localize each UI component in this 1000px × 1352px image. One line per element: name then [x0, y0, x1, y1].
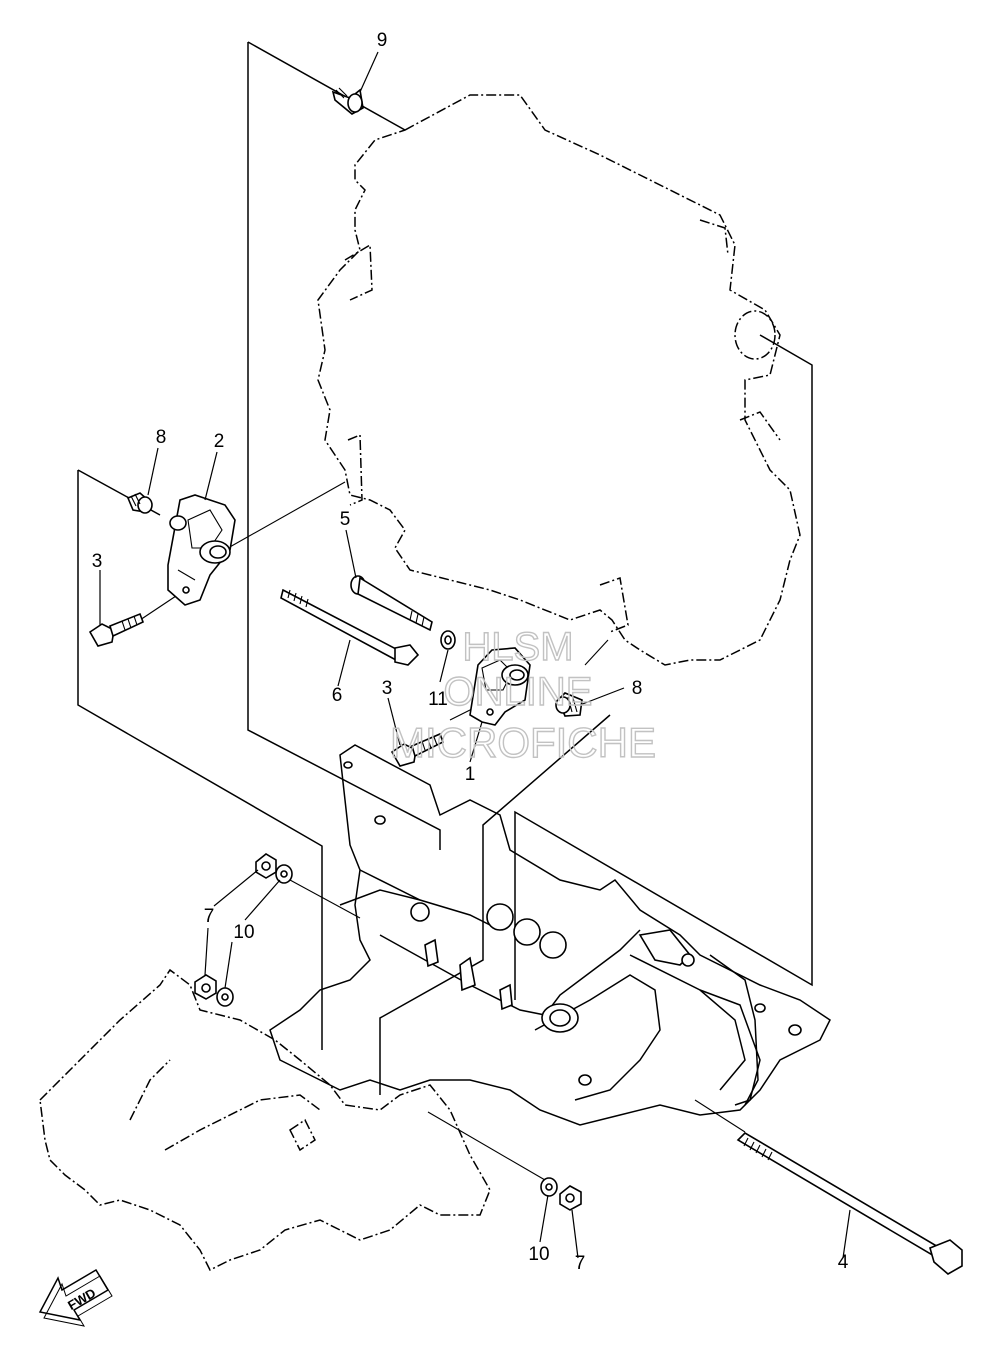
- callout-3-right: 3: [382, 678, 393, 699]
- part-4-through-bolt: [736, 1131, 963, 1275]
- part-7-nut-left: [194, 974, 217, 1000]
- part-10-washer-left: [216, 987, 234, 1007]
- mount-bracket-frame: [269, 744, 831, 1126]
- callout-2: 2: [214, 431, 225, 452]
- part-10-washer-bottom: [540, 1177, 558, 1197]
- callout-labels: 9 2 8 3 5 6 11 3 1 8 7 10 10 7 4: [92, 30, 849, 1274]
- assembly-boundary-lines: [77, 41, 813, 1181]
- callout-6: 6: [332, 685, 343, 706]
- part-3-bolt-left: [88, 612, 145, 647]
- callout-7-bottom: 7: [575, 1253, 586, 1274]
- part-10-washer-upper: [275, 864, 293, 884]
- part-8-bolt-right: [555, 692, 583, 717]
- fasteners: [88, 87, 963, 1275]
- callout-10-bottom: 10: [528, 1244, 549, 1265]
- engine-block-outline: [317, 94, 801, 666]
- mount-bracket-upper-left: [167, 494, 236, 606]
- watermark: HLSM ONLINE MICROFICHE: [389, 624, 656, 766]
- watermark-line-1: HLSM: [462, 625, 573, 669]
- lower-cowling-outline: [39, 968, 491, 1272]
- callout-1: 1: [465, 764, 476, 785]
- callout-9: 9: [377, 30, 388, 51]
- callout-7-left: 7: [204, 906, 215, 927]
- part-7-nut-upper: [255, 853, 277, 879]
- forward-direction-badge: FWD: [38, 1268, 113, 1327]
- part-7-nut-bottom: [559, 1185, 582, 1211]
- part-9-bolt: [331, 87, 364, 115]
- part-3-bolt-right: [390, 732, 445, 767]
- part-6-long-bolt: [280, 588, 420, 666]
- callout-11: 11: [428, 689, 448, 710]
- callout-4: 4: [838, 1252, 849, 1273]
- callout-8-left: 8: [156, 427, 167, 448]
- callout-leaders: [99, 51, 851, 1259]
- callout-5: 5: [340, 509, 351, 530]
- part-11-washer: [440, 630, 456, 650]
- mount-bracket-right: [469, 647, 531, 726]
- part-8-bolt-left: [126, 492, 153, 514]
- callout-8-right: 8: [632, 678, 643, 699]
- part-5-bolt: [350, 575, 433, 632]
- watermark-line-3: MICROFICHE: [390, 719, 656, 766]
- callout-3-left: 3: [92, 551, 103, 572]
- watermark-line-2: ONLINE: [444, 670, 593, 714]
- callout-10-left: 10: [233, 922, 254, 943]
